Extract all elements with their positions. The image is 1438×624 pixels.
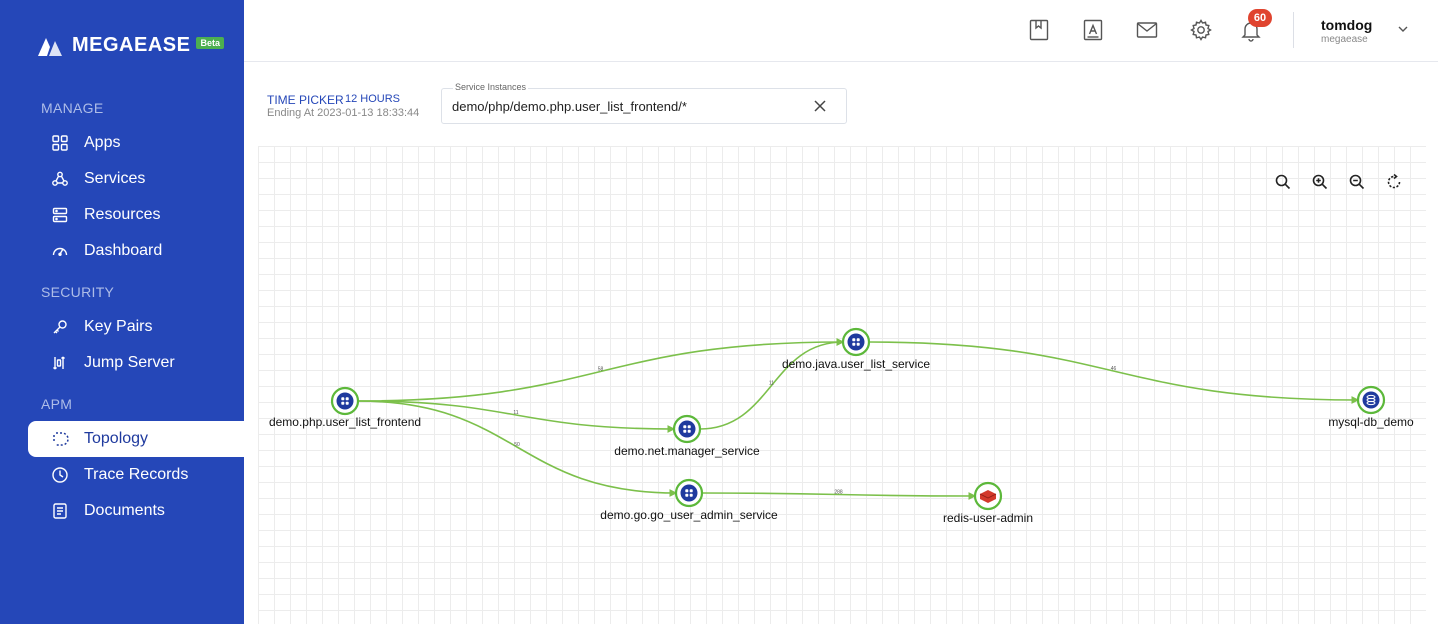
service-icon [336, 392, 354, 410]
zoom-in-icon[interactable] [1311, 173, 1329, 191]
ending-at-text: Ending At 2023-01-13 18:33:44 [267, 107, 420, 119]
sidebar-item-label: Dashboard [84, 242, 163, 259]
sidebar-item-jump-server[interactable]: Jump Server [28, 345, 244, 381]
brand-name: MEGAEASE [72, 34, 191, 56]
node-frontend[interactable]: demo.php.user_list_frontend [269, 386, 421, 429]
sidebar-item-documents[interactable]: Documents [28, 493, 244, 529]
clock-icon [51, 466, 69, 484]
node-label: demo.net.manager_service [614, 444, 760, 458]
sidebar-item-label: Apps [84, 134, 121, 151]
sidebar-item-label: Key Pairs [84, 318, 153, 335]
edge-java-mysql[interactable] [868, 341, 1360, 404]
edge-net-java[interactable] [699, 338, 845, 430]
gear-icon[interactable] [1189, 18, 1213, 42]
edge-label: 46 [1111, 366, 1117, 372]
bookmark-icon[interactable] [1027, 18, 1051, 42]
topology-icon [51, 430, 69, 448]
sidebar-item-label: Services [84, 170, 146, 187]
node-label: demo.php.user_list_frontend [269, 415, 421, 429]
header-divider [1293, 12, 1294, 48]
reset-icon[interactable] [1385, 173, 1403, 191]
beta-badge: Beta [196, 36, 224, 49]
document-icon [51, 502, 69, 520]
topology-canvas[interactable] [258, 146, 1426, 624]
edge-frontend-go[interactable] [357, 400, 678, 497]
user-name[interactable]: tomdog [1321, 17, 1373, 33]
close-icon[interactable] [812, 98, 828, 114]
node-mysql[interactable]: mysql-db_demo [1328, 385, 1414, 429]
sidebar-item-trace-records[interactable]: Trace Records [28, 457, 244, 493]
edge-label: 11 [769, 381, 774, 387]
sidebar-item-label: Topology [84, 430, 149, 447]
section-label-apm: APM [41, 396, 73, 412]
mail-icon[interactable] [1135, 18, 1159, 42]
time-picker-button[interactable]: TIME PICKER [267, 93, 344, 107]
sidebar-item-services[interactable]: Services [28, 161, 244, 197]
sidebar-item-label: Jump Server [84, 354, 175, 371]
service-instances-value: demo/php/demo.php.user_list_frontend/* [452, 99, 687, 114]
user-org: megaease [1321, 34, 1368, 45]
redis-icon [980, 490, 996, 503]
sidebar: MEGAEASE Beta MANAGE Apps Services Resou… [0, 0, 244, 624]
service-instances-input[interactable] [441, 88, 847, 124]
grid-icon [51, 134, 69, 152]
edge-go-redis[interactable] [701, 491, 977, 500]
top-header [244, 0, 1438, 62]
edge-frontend-net[interactable] [357, 400, 676, 433]
sidebar-item-label: Trace Records [84, 466, 189, 483]
node-net[interactable]: demo.net.manager_service [614, 414, 760, 458]
node-label: demo.go.go_user_admin_service [600, 508, 778, 522]
chevron-down-icon[interactable] [1396, 22, 1410, 36]
sidebar-item-dashboard[interactable]: Dashboard [28, 233, 244, 269]
search-icon[interactable] [1274, 173, 1292, 191]
service-icon [680, 484, 698, 502]
megaease-logo-icon [38, 37, 62, 56]
zoom-out-icon[interactable] [1348, 173, 1366, 191]
node-go[interactable]: demo.go.go_user_admin_service [600, 478, 778, 522]
contacts-icon[interactable] [1081, 18, 1105, 42]
edge-label: 58 [598, 367, 604, 373]
edge-frontend-java[interactable] [357, 338, 845, 402]
sidebar-item-label: Resources [84, 206, 161, 223]
section-label-security: SECURITY [41, 284, 115, 300]
services-icon [51, 170, 69, 188]
sidebar-item-key-pairs[interactable]: Key Pairs [28, 309, 244, 345]
sidebar-item-resources[interactable]: Resources [28, 197, 244, 233]
edge-label: 11 [513, 410, 518, 416]
gauge-icon [51, 242, 69, 260]
sidebar-item-apps[interactable]: Apps [28, 125, 244, 161]
node-redis[interactable]: redis-user-admin [943, 481, 1033, 525]
notification-count-badge: 60 [1248, 9, 1272, 27]
server-icon [51, 206, 69, 224]
edge-label: 50 [514, 442, 520, 448]
section-label-manage: MANAGE [41, 100, 104, 116]
database-icon [1362, 391, 1380, 409]
node-java[interactable]: demo.java.user_list_service [782, 327, 930, 371]
sidebar-item-label: Documents [84, 502, 165, 519]
service-icon [678, 420, 696, 438]
brand[interactable]: MEGAEASE Beta [36, 34, 224, 57]
node-label: redis-user-admin [943, 511, 1033, 525]
edge-label: 288 [834, 490, 843, 496]
node-label: mysql-db_demo [1328, 415, 1414, 429]
key-icon [51, 318, 69, 336]
sidebar-item-topology[interactable]: Topology [28, 421, 244, 457]
service-instances-label: Service Instances [453, 82, 529, 92]
jump-server-icon [51, 354, 69, 372]
time-range[interactable]: 12 HOURS [345, 93, 401, 105]
service-icon [847, 333, 865, 351]
node-label: demo.java.user_list_service [782, 357, 930, 371]
